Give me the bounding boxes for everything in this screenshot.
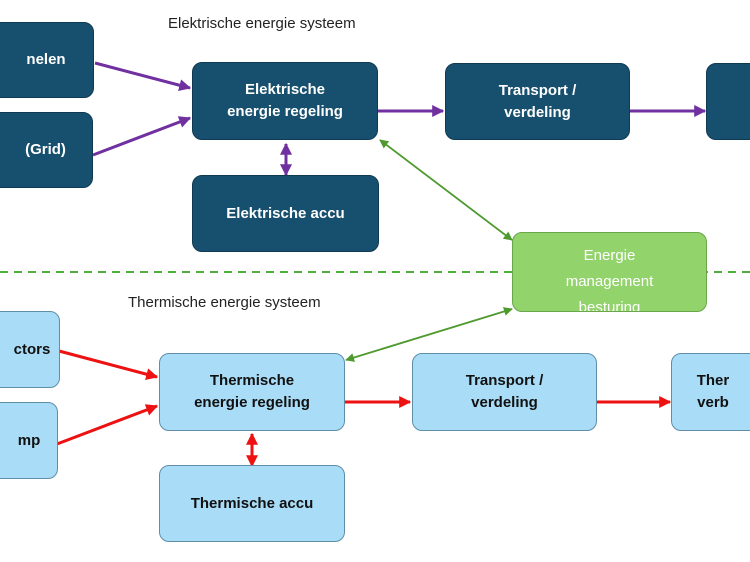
control-link-electric [379, 139, 513, 241]
electric-regulation-box[interactable]: Elektrische energie regeling [192, 62, 378, 140]
thermal-transport-box[interactable]: Transport / verdeling [412, 353, 597, 431]
arrow-grid-to-electric-regulation [92, 116, 192, 157]
arrow-collectors-to-thermal-regulation [58, 349, 159, 381]
arrow-panels-to-electric-regulation [94, 61, 192, 92]
thermal-consumer-box[interactable]: Ther verb [671, 353, 750, 431]
electric-battery-box[interactable]: Elektrische accu [192, 175, 379, 252]
electric-transport-box[interactable]: Transport / verdeling [445, 63, 630, 140]
electric-consumer-box[interactable] [706, 63, 750, 140]
energy-management-box[interactable]: Energie management besturing [512, 232, 707, 312]
heat-pump-box[interactable]: mp [0, 402, 58, 479]
electric-system-title: Elektrische energie systeem [168, 15, 356, 32]
control-link-thermal [345, 307, 513, 362]
arrow-heatpump-to-thermal-regulation [56, 404, 159, 446]
thermal-regulation-box[interactable]: Thermische energie regeling [159, 353, 345, 431]
thermal-storage-box[interactable]: Thermische accu [159, 465, 345, 542]
grid-box[interactable]: (Grid) [0, 112, 93, 188]
solar-panels-box[interactable]: nelen [0, 22, 94, 98]
thermal-system-title: Thermische energie systeem [128, 294, 321, 311]
solar-collectors-box[interactable]: ctors [0, 311, 60, 388]
